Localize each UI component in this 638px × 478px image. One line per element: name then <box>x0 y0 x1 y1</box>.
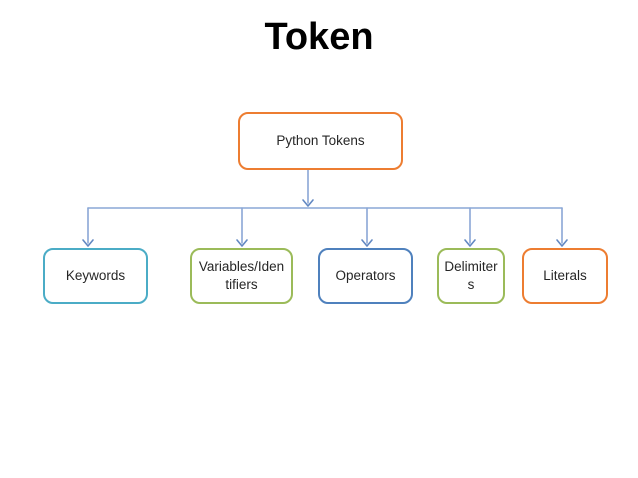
node-operators-label: Operators <box>335 268 396 284</box>
arrowhead-delimiters <box>464 239 476 247</box>
connector-lines <box>87 169 563 244</box>
arrowhead-root <box>302 199 314 207</box>
node-delimiters-label: Delimiters <box>444 259 498 292</box>
node-literals-label: Literals <box>543 268 587 284</box>
arrowhead-variables <box>236 239 248 247</box>
node-keywords-label: Keywords <box>65 268 126 284</box>
node-variables-identifiers-label: Variables/Identifiers <box>198 259 285 292</box>
node-python-tokens: Python Tokens <box>238 112 403 170</box>
node-python-tokens-label: Python Tokens <box>276 133 365 149</box>
node-variables-identifiers: Variables/Identifiers <box>190 248 293 304</box>
node-literals: Literals <box>522 248 608 304</box>
node-keywords: Keywords <box>43 248 148 304</box>
node-delimiters: Delimiters <box>437 248 505 304</box>
arrowhead-keywords <box>82 239 94 247</box>
node-operators: Operators <box>318 248 413 304</box>
arrowhead-literals <box>556 239 568 247</box>
arrowhead-operators <box>361 239 373 247</box>
page-title: Token <box>264 16 374 58</box>
connector-arrowheads <box>82 199 568 247</box>
